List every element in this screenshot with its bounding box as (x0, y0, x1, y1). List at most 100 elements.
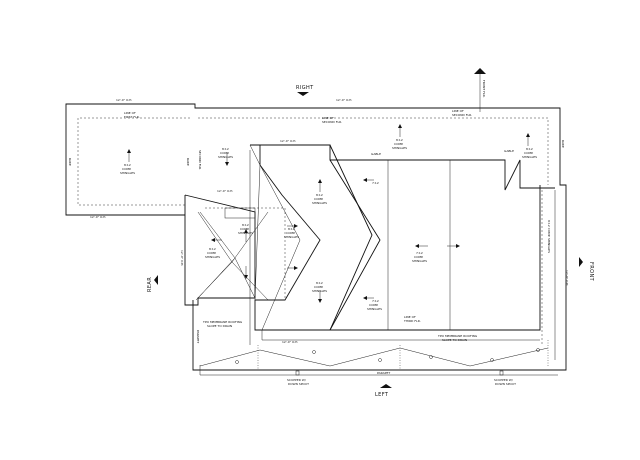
left-gable-ridge (197, 211, 269, 263)
svg-text:7:12: 7:12 (372, 181, 379, 185)
svg-text:SCUPPER W/: SCUPPER W/ (494, 378, 514, 382)
scupper-box-left (295, 370, 300, 376)
note-gable-top: GABLE (371, 152, 381, 156)
chimney-box (224, 207, 256, 219)
svg-text:COMP.: COMP. (414, 255, 423, 259)
downspout-6 (536, 348, 540, 352)
center-chevron-inner (281, 194, 321, 301)
svg-text:7:12: 7:12 (416, 251, 423, 255)
note-oh-top-right: 12'-0" O.H. (336, 98, 352, 102)
center-roof (249, 144, 555, 345)
slope-arrows (127, 124, 530, 303)
note-rake-mid: RAKE (186, 158, 190, 166)
left-gable-valley (195, 261, 269, 301)
svg-text:COMP.: COMP. (314, 197, 323, 201)
svg-text:TPO MEMBRANE ROOFING: TPO MEMBRANE ROOFING (202, 320, 243, 324)
top-inner-line (198, 117, 549, 185)
svg-text:LINE OF: LINE OF (404, 315, 416, 319)
note-oh-top-left: 12'-0" O.H. (116, 98, 132, 102)
direction-right-marker: RIGHT (296, 85, 314, 96)
svg-text:SHINGLES: SHINGLES (218, 155, 233, 159)
downspout-2 (312, 350, 316, 354)
svg-text:12'-0" O.H.: 12'-0" O.H. (180, 250, 184, 266)
svg-text:SHINGLES: SHINGLES (412, 259, 427, 263)
svg-text:PARAPET: PARAPET (196, 330, 200, 343)
direction-right-label: RIGHT (296, 85, 314, 91)
left-gable-outline (184, 194, 256, 306)
svg-text:SHINGLES: SHINGLES (312, 289, 327, 293)
svg-text:COMP.: COMP. (394, 142, 403, 146)
center-chevron-left (254, 144, 373, 331)
svg-text:12'-0" O.H.: 12'-0" O.H. (282, 340, 298, 344)
downspout-1 (235, 360, 239, 364)
note-line-second-r: LINE OF (452, 109, 464, 113)
svg-text:SHINGLES: SHINGLES (120, 171, 135, 175)
svg-text:8:12: 8:12 (316, 281, 323, 285)
svg-text:SHINGLES: SHINGLES (238, 231, 253, 235)
note-line-first-2: FIRST FLR. (124, 115, 140, 119)
svg-text:SHINGLES: SHINGLES (367, 307, 382, 311)
slope-arrow-3 (225, 153, 229, 166)
downspout-5 (490, 358, 494, 362)
slope-arrow-15 (526, 133, 530, 146)
left-gable-hip-2 (234, 257, 256, 299)
direction-rear-label: REAR (147, 277, 153, 292)
svg-text:SCUPPER W/: SCUPPER W/ (287, 378, 307, 382)
left-wing-outline (65, 103, 567, 371)
center-roof-outline (250, 144, 555, 191)
note-gable-right: GABLE (504, 149, 514, 153)
svg-text:8:12: 8:12 (242, 223, 249, 227)
slope-arrow-8 (287, 266, 298, 270)
svg-text:SECOND FLR.: SECOND FLR. (198, 150, 202, 170)
slope-arrow-11 (363, 178, 374, 182)
north-arrow-head (474, 68, 486, 74)
right-roof-eave (261, 330, 540, 341)
svg-text:8:12: 8:12 (316, 193, 323, 197)
downspout-3 (378, 358, 382, 362)
svg-text:COMP.: COMP. (207, 251, 216, 255)
direction-left-marker: LEFT (375, 384, 392, 398)
north-arrow: FRONT FLR. (474, 68, 486, 112)
direction-front-label: FRONT (588, 262, 594, 282)
direction-front-marker: FRONT (579, 257, 594, 282)
direction-rear-marker: REAR (147, 275, 158, 292)
slope-arrow-7 (287, 224, 298, 228)
slope-arrow-6 (244, 229, 248, 242)
svg-text:COMP.: COMP. (122, 167, 131, 171)
svg-text:7:12: 7:12 (372, 299, 379, 303)
svg-text:12'-0" O.H.: 12'-0" O.H. (280, 139, 296, 143)
svg-text:SHINGLES: SHINGLES (392, 146, 407, 150)
slope-arrow-2 (398, 124, 402, 137)
svg-text:COMP.: COMP. (220, 151, 229, 155)
svg-text:8:12: 8:12 (396, 138, 403, 142)
downspouts (235, 348, 540, 376)
svg-text:8:12: 8:12 (526, 147, 533, 151)
svg-text:COMP.: COMP. (369, 303, 378, 307)
slope-arrow-12 (363, 296, 374, 300)
note-line-second-2: SECOND FLR. (322, 120, 342, 124)
right-chevron (329, 159, 381, 331)
svg-text:COMP.: COMP. (524, 151, 533, 155)
svg-text:SLOPE TO DRAIN: SLOPE TO DRAIN (442, 338, 467, 342)
svg-text:FRONT FLR.: FRONT FLR. (482, 80, 486, 98)
svg-text:DOWN SPOUT: DOWN SPOUT (495, 382, 516, 386)
center-chevron-ridge (259, 164, 301, 331)
left-wing-inner-line (77, 117, 190, 206)
slope-arrow-1 (127, 149, 131, 162)
annotations: 12'-0" O.H. 12'-0" O.H. LINE OF FIRST FL… (68, 98, 569, 386)
svg-text:12'-0" O.H.: 12'-0" O.H. (565, 270, 569, 286)
svg-text:SHINGLES: SHINGLES (522, 155, 537, 159)
svg-text:COMP.: COMP. (314, 285, 323, 289)
note-line-second: LINE OF (322, 116, 334, 120)
building-outline (65, 103, 567, 376)
direction-rear-arrow (154, 275, 158, 285)
svg-text:8:12: 8:12 (222, 147, 229, 151)
svg-text:8:12: 8:12 (124, 163, 131, 167)
svg-text:SHINGLES: SHINGLES (284, 235, 299, 239)
left-gable-dash (205, 207, 286, 300)
svg-text:DOWN SPOUT: DOWN SPOUT (288, 382, 309, 386)
svg-text:12'-0" O.H.: 12'-0" O.H. (217, 189, 233, 193)
right-roof-bottom (330, 185, 541, 331)
direction-left-label: LEFT (375, 392, 389, 398)
svg-text:8:12 COMP. SHINGLES: 8:12 COMP. SHINGLES (547, 220, 551, 253)
